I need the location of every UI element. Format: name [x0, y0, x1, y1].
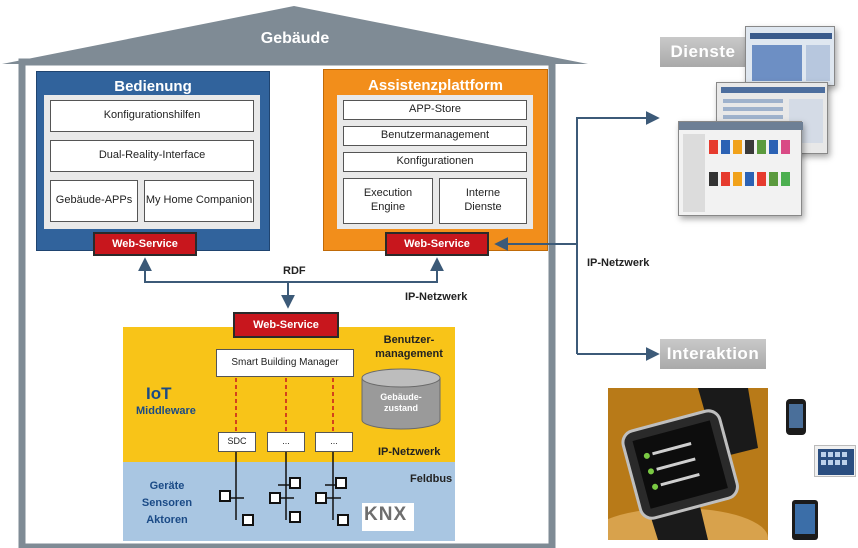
tablet-small-image [792, 500, 818, 540]
node-2: ... [267, 432, 305, 452]
gebaeude-apps-box: Gebäude-APPs [50, 180, 138, 222]
interne-dienste-box: Interne Dienste [439, 178, 527, 224]
konfigurationshilfen-box: Konfigurationshilfen [50, 100, 254, 132]
ip-netzwerk-inner-label: IP-Netzwerk [405, 291, 468, 303]
gebaeudezustand-database [361, 368, 441, 430]
building-title: Gebäude [260, 30, 330, 47]
benutzermanagement-box: Benutzermanagement [343, 126, 527, 146]
node-3: ... [315, 432, 353, 452]
feldbus-label: Feldbus [410, 473, 453, 485]
bedienung-title: Bedienung [114, 78, 192, 95]
service-screenshot-1 [745, 26, 835, 86]
konfigurationen-box: Konfigurationen [343, 152, 527, 172]
assistenz-web-service: Web-Service [385, 232, 489, 256]
app-store-screenshot [678, 121, 803, 216]
sdc-node: SDC [218, 432, 256, 452]
gebaeudezustand-label: Gebäude-zustand [380, 392, 422, 413]
iot-subtitle: Middleware [136, 405, 196, 417]
smartphone-image [786, 399, 806, 435]
smart-building-manager-box: Smart Building Manager [216, 349, 354, 377]
knx-logo: KNX [364, 504, 408, 525]
interaktion-label: Interaktion [660, 339, 766, 369]
bedienung-web-service: Web-Service [93, 232, 197, 256]
rdf-label: RDF [283, 265, 306, 277]
iot-ip-netzwerk-label: IP-Netzwerk [378, 446, 441, 458]
dienste-label: Dienste [660, 37, 746, 67]
my-home-companion-box: My Home Companion [144, 180, 254, 222]
benutzermanagement-label: Benutzer-management [375, 334, 443, 360]
assistenz-title: Assistenzplattform [367, 77, 504, 94]
app-store-box: APP-Store [343, 100, 527, 120]
iot-web-service: Web-Service [233, 312, 339, 338]
devices-label: Geräte Sensoren Aktoren [141, 480, 193, 527]
iot-title: IoT [146, 384, 172, 403]
tablet-image [814, 445, 856, 477]
smartwatch-photo [608, 388, 768, 540]
ip-netzwerk-outer-label: IP-Netzwerk [587, 257, 650, 269]
dual-reality-box: Dual-Reality-Interface [50, 140, 254, 172]
execution-engine-box: Execution Engine [343, 178, 433, 224]
